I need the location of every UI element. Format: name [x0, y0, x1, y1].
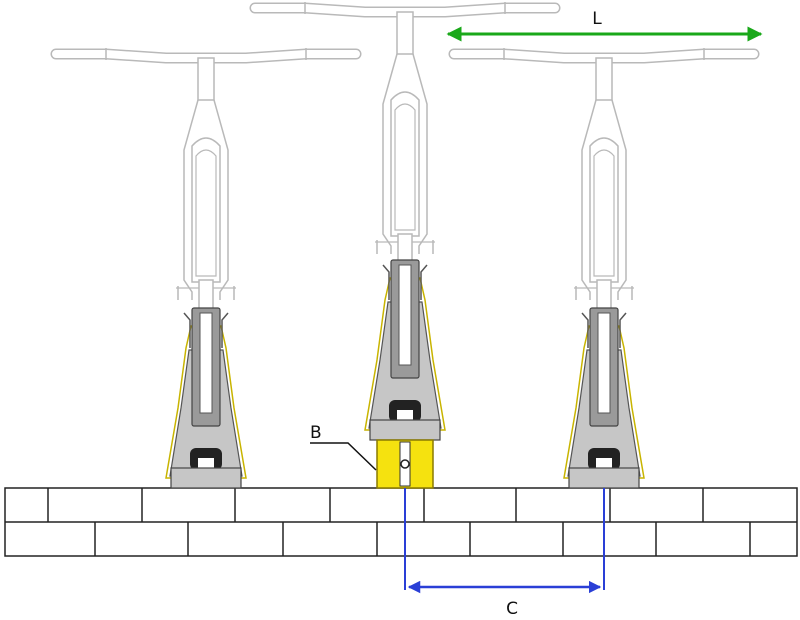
length-label: L [592, 9, 602, 29]
rack-left [165, 307, 247, 489]
block-leader-line [310, 442, 377, 471]
brick-wall [4, 487, 798, 557]
raised-block [376, 439, 434, 489]
spacing-dimension [404, 488, 605, 594]
spacing-label: C [506, 599, 518, 619]
rack-right [563, 307, 645, 489]
rack-center [364, 259, 446, 441]
block-label: B [310, 423, 322, 443]
